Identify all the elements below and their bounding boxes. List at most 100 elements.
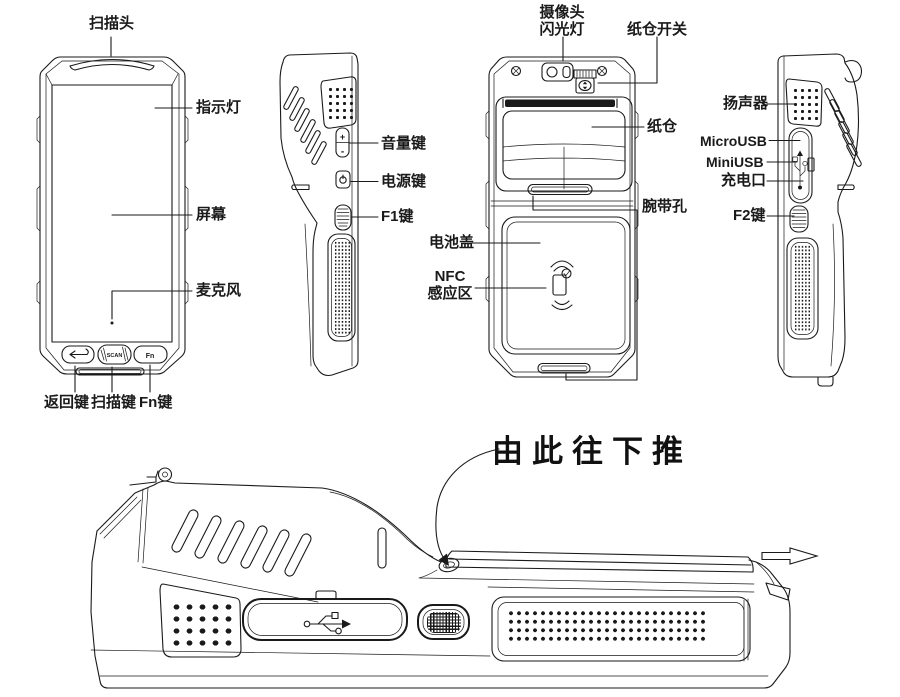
- right-speaker-grille-texture: [327, 86, 353, 122]
- usb-stem: [309, 615, 345, 632]
- f2-button-ribs: [791, 209, 807, 228]
- vent-slot: [300, 119, 316, 143]
- vent-slot: [289, 97, 305, 121]
- push-down-hint: 由此往下推: [492, 434, 692, 469]
- right-grip-frame: [327, 233, 356, 342]
- left-speaker-frame: [785, 78, 823, 127]
- bottom-usb-door-inner: [247, 603, 403, 636]
- front-outline: [39, 56, 186, 375]
- compartment-band-notches: [502, 98, 618, 109]
- screw-right-cross: [598, 67, 606, 75]
- left-side-view-drawing: [766, 53, 863, 387]
- lanyard-hook: [844, 59, 863, 83]
- upper-strap-slot-inner: [531, 186, 589, 193]
- paper-switch-label: 纸仓开关: [627, 21, 688, 38]
- vent-slot: [294, 108, 310, 132]
- screw-left: [510, 65, 522, 77]
- usb-base-dot: [798, 185, 802, 190]
- usb-tip: [342, 619, 351, 629]
- microphone-label: 麦克风: [196, 282, 242, 299]
- right-strap-edge: [304, 223, 312, 367]
- nfc-badge: [561, 268, 572, 279]
- f1-button: [334, 204, 352, 231]
- volume-minus-glyph: -: [341, 147, 344, 158]
- scan-head-label: 扫描头: [89, 15, 135, 32]
- f2-button: [789, 205, 809, 233]
- bottom-usb-door: [242, 598, 408, 641]
- f1-button-ribs: [336, 208, 350, 227]
- bottom-view-drawing: [90, 448, 819, 689]
- paper-compartment-outline: [495, 96, 633, 192]
- nfc-label-line1: NFC: [434, 268, 466, 285]
- screen-outline: [51, 84, 173, 343]
- fn-button-label: Fn: [146, 353, 155, 360]
- sliding-cover: [445, 550, 754, 573]
- paper-switch-body: [575, 77, 595, 94]
- right-speaker-frame: [320, 76, 357, 129]
- back-arrow-icon: [69, 348, 89, 359]
- flash-window: [562, 65, 571, 79]
- usb-stem: [794, 155, 806, 186]
- push-note-arrowhead: [438, 553, 449, 566]
- battery-cover-label: 电池盖: [429, 234, 475, 251]
- front-bottom-slot-inner: [78, 369, 142, 374]
- body-top-edge: [418, 569, 755, 585]
- micro-usb-label: MicroUSB: [700, 133, 767, 149]
- body-seam-lines: [90, 586, 769, 677]
- scan-key-label: 扫描键: [91, 394, 137, 411]
- nfc-area-label: NFC 感应区: [426, 268, 474, 302]
- power-button: [335, 170, 351, 189]
- fn-button: [133, 345, 168, 364]
- vent-slot: [305, 130, 321, 154]
- battery-cover-inner: [506, 221, 626, 350]
- vent-slot: [311, 141, 327, 165]
- slide-direction-arrow: [761, 547, 819, 565]
- f2-key-label: F2键: [733, 207, 766, 224]
- right-side-vent-slots: [283, 86, 327, 165]
- front-side-bumps: [36, 115, 189, 305]
- fn-key-label: Fn键: [139, 394, 173, 411]
- left-side-outline: [777, 53, 860, 378]
- left-speaker-grille-texture: [792, 87, 818, 122]
- back-view-drawing: [471, 36, 658, 381]
- bottom-strap-slot-inner: [540, 365, 588, 371]
- vent-slot: [834, 110, 850, 134]
- screw-left-cross: [512, 67, 520, 75]
- vent-slot: [262, 529, 290, 573]
- port-door-notch: [807, 157, 815, 172]
- back-button: [61, 345, 95, 364]
- usb-circle: [802, 160, 808, 167]
- volume-key-label: 音量键: [381, 135, 427, 152]
- head-diagonal-seam: [141, 566, 319, 603]
- usb-circle-branch: [335, 627, 342, 635]
- left-grip-inner: [790, 242, 815, 335]
- screen-label: 屏幕: [196, 206, 227, 223]
- vent-slot: [846, 143, 862, 167]
- vent-slot: [217, 520, 245, 564]
- stylus-pin: [377, 527, 387, 569]
- end-cap-lines: [743, 561, 775, 662]
- left-side-leader-lines: [766, 103, 804, 217]
- front-view-drawing: SCAN Fn: [36, 36, 193, 393]
- wrist-strap-label: 腕带孔: [642, 198, 688, 215]
- head-hook: [129, 470, 159, 486]
- nfc-label-line2: 感应区: [427, 284, 473, 302]
- nfc-waves-top: [550, 260, 574, 272]
- vent-slot: [838, 121, 854, 145]
- f1-key-label: F1键: [381, 208, 414, 225]
- paper-switch-oval: [578, 79, 592, 92]
- speaker-label: 扬声器: [723, 95, 769, 112]
- bottom-speaker-frame: [159, 583, 242, 658]
- right-side-outline: [279, 52, 359, 377]
- bottom-grip-frame: [491, 596, 751, 662]
- right-side-leader-lines: [348, 142, 379, 218]
- back-side-bumps: [485, 110, 639, 303]
- front-inner-outline: [45, 60, 180, 371]
- camera-label: 摄像头: [539, 4, 585, 21]
- vent-slot: [284, 533, 312, 577]
- flash-label: 闪光灯: [539, 20, 585, 38]
- battery-cover-outline: [501, 216, 631, 355]
- microphone-hole: [110, 321, 114, 325]
